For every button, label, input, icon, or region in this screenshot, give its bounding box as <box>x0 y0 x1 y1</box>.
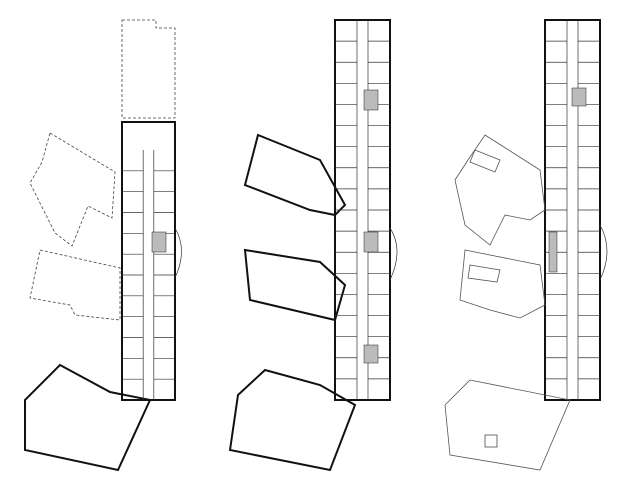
lower-side-wing <box>243 248 347 322</box>
curved-entrance <box>389 227 398 281</box>
curved-entrance <box>599 224 608 281</box>
bottom-wing <box>24 363 152 472</box>
floor-plan-1 <box>24 19 182 472</box>
staircase <box>151 231 167 253</box>
side-wing-outline-upper <box>454 134 546 246</box>
floor-plan-3 <box>444 19 608 471</box>
future-extension-outline <box>121 19 176 119</box>
stair-core <box>484 434 498 448</box>
room-grid <box>335 20 390 400</box>
demolished-wing-outline-upper <box>29 132 116 247</box>
atrium-outline-upper <box>469 149 501 173</box>
staircase <box>363 231 379 253</box>
bottom-wing-outline <box>444 379 571 471</box>
staircase <box>363 89 379 111</box>
upper-side-wing <box>243 133 347 217</box>
curved-entrance <box>174 227 182 279</box>
room-grid <box>545 20 600 400</box>
side-wing-outline-lower <box>459 249 546 319</box>
staircase <box>548 231 558 273</box>
atrium-outline-lower <box>467 264 501 283</box>
demolished-wing-outline-lower <box>29 249 121 321</box>
room-grid <box>122 150 175 400</box>
staircase <box>571 87 587 107</box>
bottom-wing <box>228 368 357 472</box>
floor-plan-2 <box>228 19 398 472</box>
staircase <box>363 344 379 364</box>
